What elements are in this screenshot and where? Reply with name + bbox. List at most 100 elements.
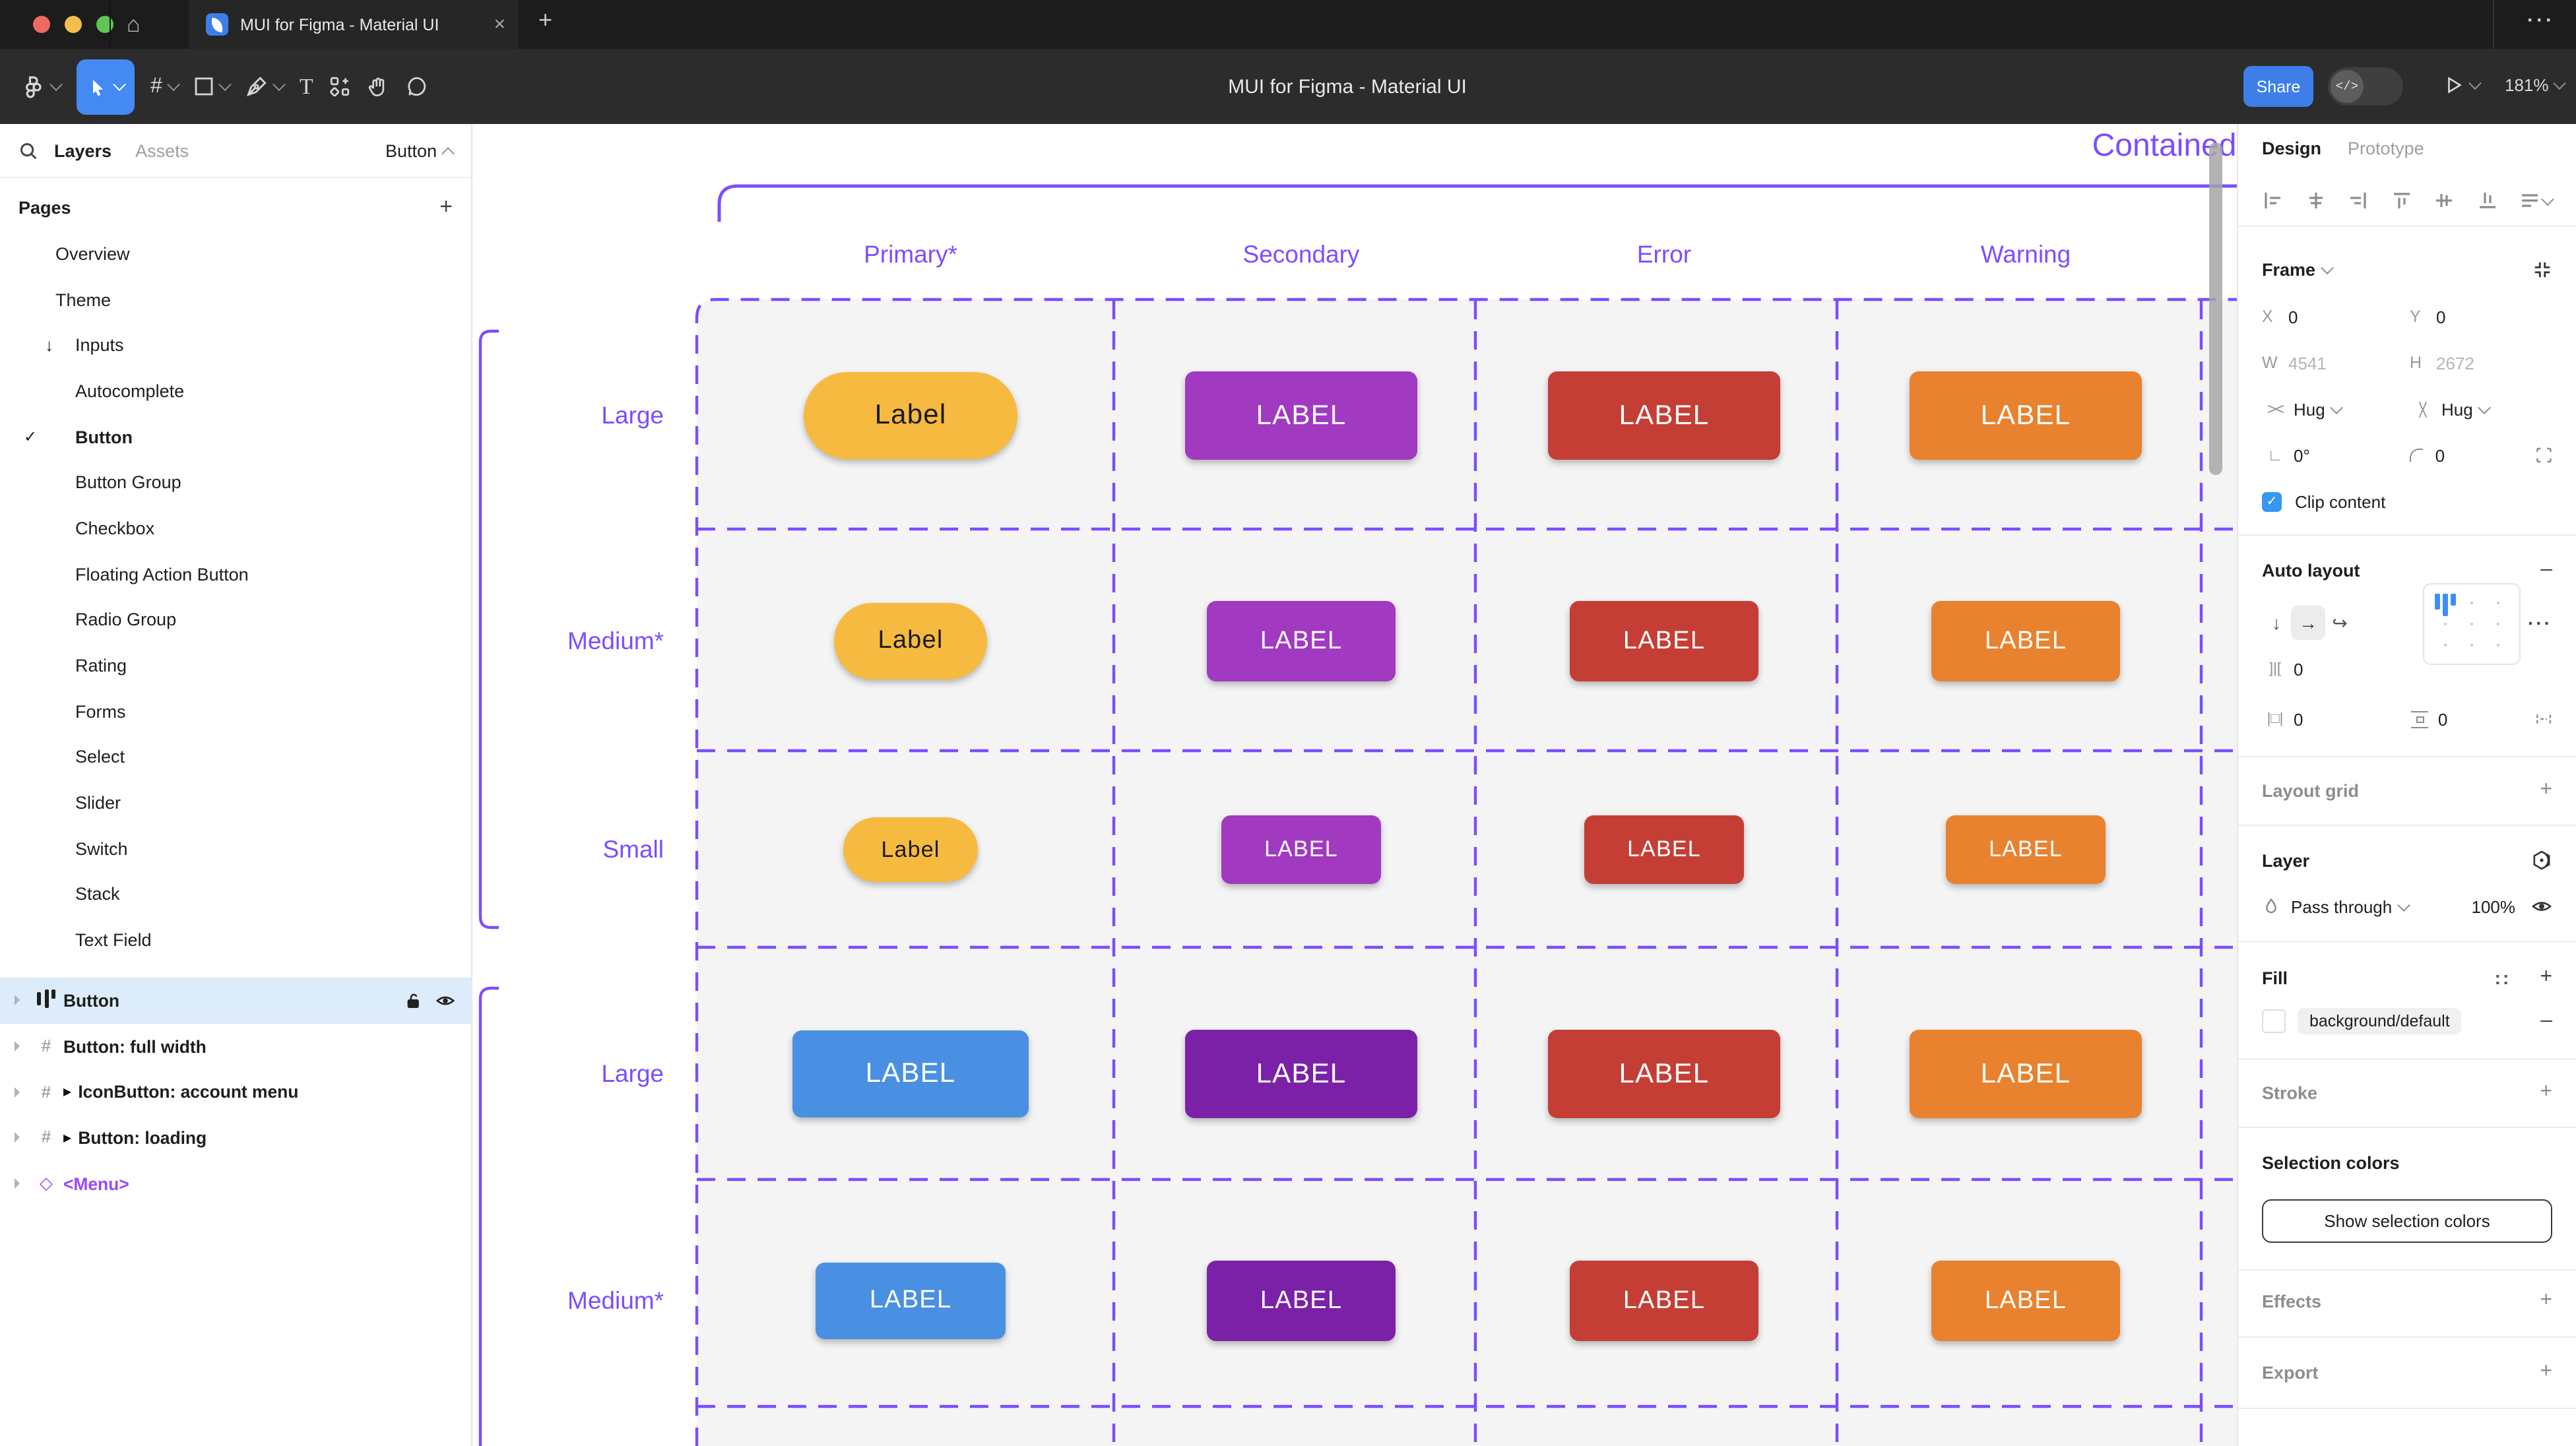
move-tool[interactable] — [77, 59, 135, 114]
pen-tool[interactable] — [245, 75, 286, 98]
layer-row[interactable]: #▶IconButton: account menu — [0, 1069, 471, 1115]
page-item[interactable]: Overview — [0, 231, 471, 276]
chevron-right-icon[interactable] — [15, 1178, 20, 1189]
page-item[interactable]: Theme — [0, 276, 471, 322]
gap-input[interactable]: 0 — [2294, 659, 2303, 679]
minimize-window-button[interactable] — [65, 16, 82, 33]
resources-tool[interactable] — [329, 75, 352, 98]
close-tab-icon[interactable]: × — [494, 13, 505, 36]
add-effect-button[interactable]: + — [2540, 1289, 2552, 1311]
text-tool[interactable]: T — [299, 73, 313, 98]
tab-assets[interactable]: Assets — [135, 141, 189, 160]
document-tab[interactable]: MUI for Figma - Material UI × — [189, 0, 519, 49]
layer-row[interactable]: Button — [0, 978, 471, 1024]
page-item[interactable]: Stack — [0, 871, 471, 917]
canvas-button[interactable]: LABEL — [1946, 815, 2106, 884]
canvas-button[interactable]: Label — [843, 817, 978, 882]
chevron-right-icon[interactable] — [15, 1086, 20, 1098]
layer-row[interactable]: #▶Button: loading — [0, 1115, 471, 1160]
add-stroke-button[interactable]: + — [2540, 1081, 2552, 1103]
frame-tool[interactable]: # — [150, 75, 180, 98]
distribute-menu-icon[interactable] — [2519, 190, 2554, 211]
canvas-button[interactable]: LABEL — [1548, 371, 1780, 460]
comment-tool[interactable] — [406, 75, 428, 98]
add-fill-button[interactable]: + — [2540, 966, 2552, 988]
page-item[interactable]: Radio Group — [0, 597, 471, 643]
eye-icon[interactable] — [435, 991, 455, 1011]
present-button[interactable] — [2444, 75, 2482, 95]
canvas-button[interactable]: LABEL — [1207, 601, 1396, 681]
row-label[interactable]: Small — [602, 835, 664, 863]
canvas-button[interactable]: LABEL — [1185, 371, 1417, 460]
unlock-icon[interactable] — [405, 992, 422, 1009]
x-input[interactable]: 0 — [2288, 307, 2298, 327]
independent-corners-icon[interactable] — [2534, 446, 2552, 464]
window-more-button[interactable]: ··· — [2527, 9, 2555, 32]
tab-layers[interactable]: Layers — [54, 141, 112, 160]
row-label[interactable]: Large — [601, 1059, 664, 1087]
h-padding-input[interactable]: 0 — [2294, 709, 2303, 729]
remove-fill-button[interactable]: – — [2540, 1009, 2552, 1032]
direction-right-icon[interactable]: → — [2291, 606, 2325, 640]
canvas-button[interactable]: LABEL — [1207, 1261, 1396, 1341]
page-item[interactable]: Checkbox — [0, 505, 471, 551]
row-label[interactable]: Medium* — [567, 1286, 664, 1314]
canvas-button[interactable]: LABEL — [1910, 1030, 2142, 1118]
auto-layout-align-widget[interactable] — [2423, 583, 2521, 665]
canvas-button[interactable]: LABEL — [1185, 1030, 1417, 1118]
height-input[interactable]: 2672 — [2436, 353, 2474, 373]
canvas-scrollbar[interactable] — [2209, 142, 2222, 475]
main-menu-icon[interactable] — [21, 75, 63, 98]
align-h-center-icon[interactable] — [2305, 190, 2326, 211]
align-top-icon[interactable] — [2391, 190, 2412, 211]
page-item[interactable]: Slider — [0, 780, 471, 826]
canvas-button[interactable]: LABEL — [1221, 815, 1381, 884]
page-item[interactable]: Rating — [0, 643, 471, 688]
collapse-icon[interactable] — [2532, 259, 2552, 279]
share-button[interactable]: Share — [2243, 66, 2313, 107]
tab-design[interactable]: Design — [2262, 138, 2322, 158]
canvas-button[interactable]: LABEL — [1570, 601, 1758, 681]
canvas-button[interactable]: LABEL — [1910, 371, 2142, 460]
page-item[interactable]: ✓Button — [0, 414, 471, 460]
show-selection-colors-button[interactable]: Show selection colors — [2262, 1199, 2552, 1243]
new-tab-button[interactable]: + — [538, 7, 553, 33]
v-sizing-dropdown[interactable]: Hug — [2441, 399, 2473, 419]
auto-layout-more-button[interactable]: ··· — [2528, 612, 2552, 633]
page-item[interactable]: Text Field — [0, 918, 471, 963]
h-sizing-dropdown[interactable]: Hug — [2294, 399, 2325, 419]
opacity-input[interactable]: 100% — [2471, 896, 2516, 916]
frame-section-title[interactable]: Frame — [2262, 259, 2316, 279]
layer-row[interactable]: ◇<Menu> — [0, 1161, 471, 1207]
rotation-input[interactable]: 0° — [2294, 445, 2310, 465]
hand-tool[interactable] — [368, 75, 390, 98]
blend-mode-dropdown[interactable]: Pass through — [2291, 896, 2393, 916]
column-header[interactable]: Secondary — [1242, 240, 1360, 268]
canvas-button[interactable]: Label — [834, 603, 987, 679]
search-icon[interactable] — [18, 141, 38, 160]
canvas-button[interactable]: LABEL — [792, 1030, 1029, 1117]
y-input[interactable]: 0 — [2436, 307, 2446, 327]
fill-token-chip[interactable]: background/default — [2298, 1008, 2462, 1034]
page-item[interactable]: Select — [0, 734, 471, 780]
layer-visibility-icon[interactable] — [2531, 896, 2552, 917]
column-header[interactable]: Warning — [1980, 240, 2071, 268]
row-label[interactable]: Large — [601, 401, 664, 429]
tab-prototype[interactable]: Prototype — [2348, 138, 2424, 158]
close-window-button[interactable] — [33, 16, 50, 33]
layer-row[interactable]: #Button: full width — [0, 1023, 471, 1069]
align-bottom-icon[interactable] — [2476, 190, 2497, 211]
add-export-button[interactable]: + — [2540, 1360, 2552, 1383]
page-item[interactable]: Floating Action Button — [0, 551, 471, 597]
align-left-icon[interactable] — [2262, 190, 2283, 211]
independent-padding-icon[interactable] — [2535, 710, 2552, 728]
align-right-icon[interactable] — [2348, 190, 2369, 211]
canvas-button[interactable]: Label — [804, 372, 1017, 459]
add-page-button[interactable]: + — [439, 194, 453, 219]
chevron-right-icon[interactable] — [15, 995, 20, 1006]
fill-styles-icon[interactable]: :: — [2494, 967, 2511, 988]
dev-mode-toggle[interactable]: </> — [2328, 67, 2403, 106]
align-v-center-icon[interactable] — [2433, 190, 2455, 211]
shape-tool[interactable] — [194, 77, 232, 96]
